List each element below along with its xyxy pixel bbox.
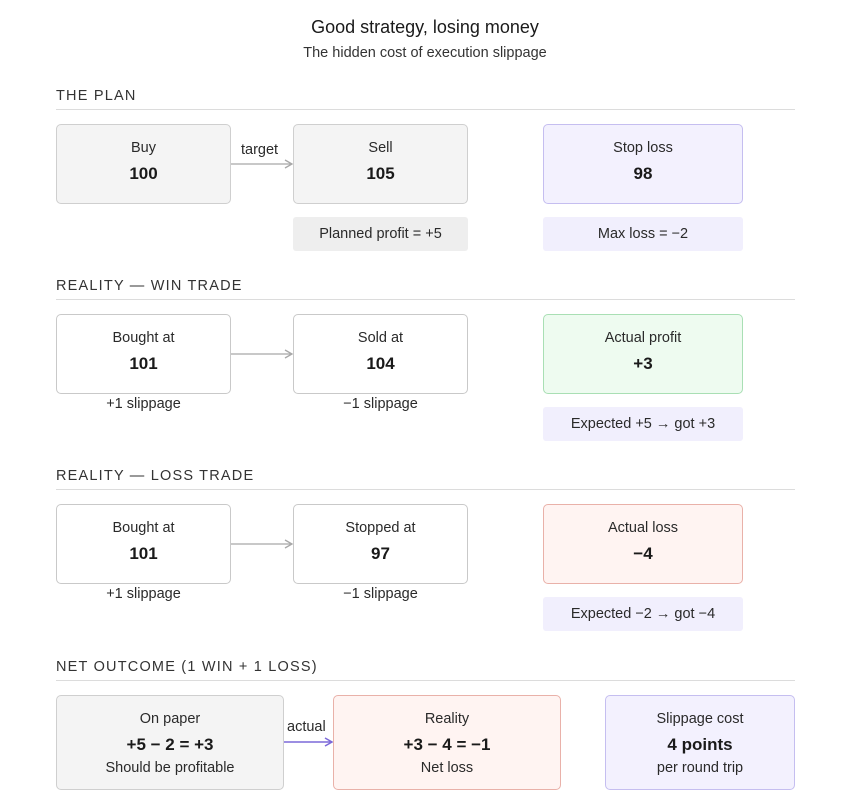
loss-bought-value: 101 [129,544,158,563]
section-divider [56,680,795,681]
net-reality-value: +3 − 4 = −1 [403,735,491,754]
net-paper-value: +5 − 2 = +3 [126,735,214,754]
loss-bought-box: Bought at 101 [56,504,231,584]
section-net-heading: NET OUTCOME (1 WIN + 1 LOSS) [56,659,318,675]
loss-stopped-label: Stopped at [345,520,416,536]
loss-result-label: Actual loss [607,520,679,536]
win-sold-label: Sold at [357,330,404,346]
win-sold-value: 104 [366,354,395,373]
win-buy-slippage: +1 slippage [106,396,181,412]
win-bought-label: Bought at [112,330,175,346]
section-plan-heading: THE PLAN [56,88,137,104]
planned-profit-badge: Planned profit = +5 [293,217,468,251]
loss-stopped-value: 97 [371,544,390,563]
loss-result-value: −4 [633,544,653,563]
loss-stopped-box: Stopped at 97 [293,504,468,584]
net-paper-box: On paper +5 − 2 = +3 Should be profitabl… [56,695,284,790]
net-reality-note: Net loss [420,760,474,776]
win-bought-box: Bought at 101 [56,314,231,394]
win-sell-slippage: −1 slippage [343,396,418,412]
loss-bought-label: Bought at [112,520,175,536]
section-loss-heading: REALITY — LOSS TRADE [56,468,255,484]
plan-stop-box: Stop loss 98 [543,124,743,204]
win-sold-box: Sold at 104 [293,314,468,394]
loss-compare-badge: Expected −2 → got −4 [543,597,743,631]
win-result-box: Actual profit +3 [543,314,743,394]
net-reality-label: Reality [424,711,470,727]
net-paper-note: Should be profitable [105,760,235,776]
loss-buy-slippage: +1 slippage [106,586,181,602]
net-paper-label: On paper [139,711,201,727]
plan-buy-label: Buy [131,140,156,156]
win-compare-badge: Expected +5 → got +3 [543,407,743,441]
net-cost-label: Slippage cost [656,711,744,727]
section-divider [56,109,795,110]
section-win-heading: REALITY — WIN TRADE [56,278,243,294]
plan-arrow-label: target [241,142,279,158]
net-cost-note: per round trip [656,760,744,776]
section-divider [56,299,795,300]
diagram-subtitle: The hidden cost of execution slippage [303,45,547,61]
net-reality-box: Reality +3 − 4 = −1 Net loss [333,695,561,790]
loss-stop-slippage: −1 slippage [343,586,418,602]
plan-sell-value: 105 [366,164,395,183]
section-divider [56,489,795,490]
net-cost-box: Slippage cost 4 points per round trip [605,695,795,790]
win-result-label: Actual profit [604,330,682,346]
plan-buy-value: 100 [129,164,158,183]
max-loss-badge: Max loss = −2 [543,217,743,251]
loss-result-box: Actual loss −4 [543,504,743,584]
plan-stop-value: 98 [633,164,653,183]
net-cost-value: 4 points [667,735,733,754]
plan-sell-label: Sell [368,140,393,156]
plan-sell-box: Sell 105 [293,124,468,204]
plan-buy-box: Buy 100 [56,124,231,204]
net-arrow-label: actual [287,719,326,735]
diagram-title: Good strategy, losing money [311,17,539,37]
win-bought-value: 101 [129,354,158,373]
win-result-value: +3 [633,354,653,373]
plan-stop-label: Stop loss [613,140,673,156]
